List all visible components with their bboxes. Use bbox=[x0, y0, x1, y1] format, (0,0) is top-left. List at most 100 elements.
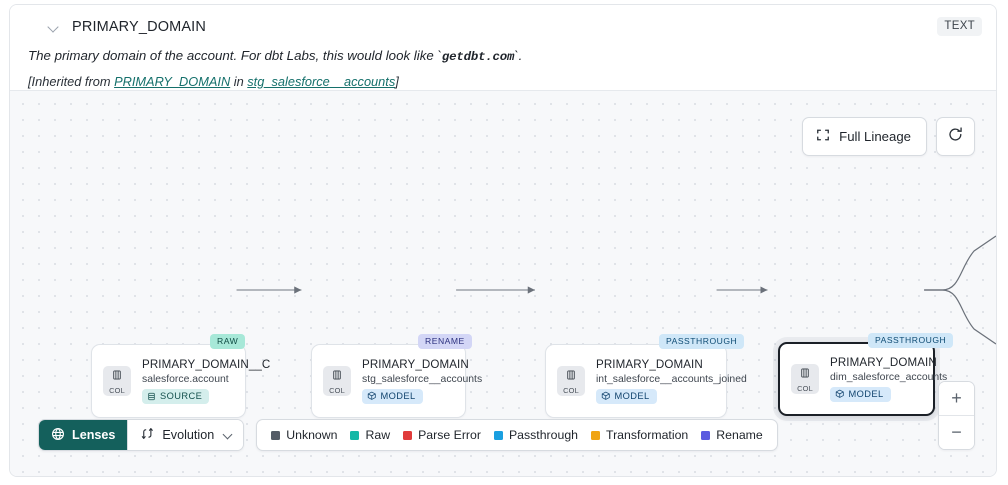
refresh-button[interactable] bbox=[936, 117, 975, 156]
legend-item[interactable]: Parse Error bbox=[403, 428, 481, 442]
legend-item[interactable]: Passthrough bbox=[493, 428, 578, 442]
node-column-name: PRIMARY_DOMAIN__C bbox=[142, 358, 271, 371]
node-type-pill: PASSTHROUGH bbox=[659, 334, 745, 349]
canvas-top-controls: Full Lineage bbox=[802, 117, 975, 156]
legend-item[interactable]: Transformation bbox=[591, 428, 688, 442]
legend-label: Raw bbox=[365, 428, 391, 442]
canvas-bottom-toolbar: Lenses Evolution bbox=[38, 419, 778, 451]
node-kind-badge: MODEL bbox=[362, 389, 423, 404]
legend-swatch bbox=[591, 430, 601, 440]
lenses-button[interactable]: Lenses bbox=[39, 420, 128, 450]
lenses-segment-group: Lenses Evolution bbox=[38, 419, 245, 451]
lineage-edges bbox=[236, 235, 996, 345]
legend-item[interactable]: Raw bbox=[350, 428, 390, 442]
column-description: The primary domain of the account. For d… bbox=[28, 48, 982, 66]
node-kind-label: MODEL bbox=[848, 389, 884, 399]
legend-label: Transformation bbox=[606, 428, 689, 442]
node-column-name: PRIMARY_DOMAIN bbox=[830, 356, 937, 369]
edge-out-upper bbox=[924, 235, 996, 291]
inherited-from-note: [Inherited from PRIMARY_DOMAIN in stg_sa… bbox=[28, 74, 982, 89]
full-lineage-label: Full Lineage bbox=[839, 129, 911, 144]
node-kind-label: SOURCE bbox=[160, 391, 203, 401]
lens-icon bbox=[51, 427, 65, 444]
node-kind-label: MODEL bbox=[380, 391, 416, 401]
card-header: PRIMARY_DOMAIN TEXT The primary domain o… bbox=[10, 5, 996, 91]
legend-swatch bbox=[403, 430, 413, 440]
column-chip: COL bbox=[103, 366, 131, 396]
node-parent-name: stg_salesforce__accounts bbox=[362, 374, 483, 385]
inherited-mid: in bbox=[230, 73, 248, 89]
node-column-name: PRIMARY_DOMAIN bbox=[362, 358, 469, 371]
lineage-node[interactable]: RAW COL PRIMARY_DOMAIN__C salesforce.accoun… bbox=[91, 334, 271, 418]
node-type-pill: RENAME bbox=[418, 334, 472, 349]
node-column-name: PRIMARY_DOMAIN bbox=[596, 358, 703, 371]
column-detail-card: PRIMARY_DOMAIN TEXT The primary domain o… bbox=[9, 4, 997, 477]
column-chip-label: COL bbox=[109, 385, 125, 395]
column-chip: COL bbox=[323, 366, 351, 396]
column-chip: COL bbox=[791, 364, 819, 394]
database-icon bbox=[147, 392, 156, 401]
node-kind-badge: SOURCE bbox=[142, 389, 210, 404]
column-icon bbox=[799, 366, 811, 384]
node-parent-name: salesforce.account bbox=[142, 374, 229, 385]
type-badge: TEXT bbox=[937, 17, 982, 36]
inherited-column-link[interactable]: PRIMARY_DOMAIN bbox=[114, 73, 231, 89]
node-parent-name: dim_salesforce_accounts bbox=[830, 372, 948, 383]
zoom-in-button[interactable]: + bbox=[939, 382, 974, 415]
node-type-pill: RAW bbox=[210, 334, 246, 349]
legend-swatch bbox=[271, 430, 281, 440]
inherited-model-link[interactable]: stg_salesforce__accounts bbox=[247, 73, 396, 89]
evolution-label: Evolution bbox=[162, 428, 215, 442]
legend-label: Rename bbox=[716, 428, 763, 442]
column-chip: COL bbox=[557, 366, 585, 396]
expand-corners-icon bbox=[816, 128, 830, 145]
edge-out-lower bbox=[924, 289, 996, 345]
lineage-legend: Unknown Raw Parse Error Passthrough Transfor… bbox=[256, 419, 778, 451]
legend-swatch bbox=[493, 430, 503, 440]
cube-icon bbox=[601, 391, 611, 401]
column-icon bbox=[565, 368, 577, 386]
cube-icon bbox=[367, 391, 377, 401]
description-prefix: The primary domain of the account. For d… bbox=[28, 48, 442, 63]
column-chip-label: COL bbox=[563, 385, 579, 395]
title-row: PRIMARY_DOMAIN bbox=[28, 15, 982, 39]
node-kind-badge: MODEL bbox=[830, 387, 891, 402]
inherited-suffix: ] bbox=[395, 73, 399, 89]
column-chip-label: COL bbox=[329, 385, 345, 395]
full-lineage-button[interactable]: Full Lineage bbox=[802, 117, 927, 156]
node-kind-label: MODEL bbox=[614, 391, 650, 401]
lenses-label: Lenses bbox=[72, 428, 116, 442]
evolution-arrows-icon bbox=[140, 426, 155, 444]
node-type-pill: PASSTHROUGH bbox=[868, 333, 954, 348]
legend-item[interactable]: Rename bbox=[701, 428, 763, 442]
node-content: COL PRIMARY_DOMAIN stg_salesforce__account… bbox=[312, 345, 483, 417]
lineage-node[interactable]: PASSTHROUGH COL PRIMARY_DOMAIN dim_salesfor… bbox=[778, 333, 954, 416]
legend-swatch bbox=[701, 430, 711, 440]
legend-item[interactable]: Unknown bbox=[271, 428, 337, 442]
cube-icon bbox=[835, 389, 845, 399]
lineage-node[interactable]: RENAME COL PRIMARY_DOMAIN stg_salesforce__a… bbox=[311, 334, 483, 418]
node-kind-badge: MODEL bbox=[596, 389, 657, 404]
zoom-out-button[interactable]: − bbox=[939, 415, 974, 449]
chevron-down-icon bbox=[224, 431, 233, 440]
description-code: getdbt.com bbox=[441, 50, 515, 64]
column-icon bbox=[111, 368, 123, 386]
chevron-down-icon[interactable] bbox=[48, 21, 61, 34]
evolution-dropdown[interactable]: Evolution bbox=[127, 420, 244, 450]
node-content: COL PRIMARY_DOMAIN dim_salesforce_accounts… bbox=[780, 344, 948, 414]
zoom-controls: + − bbox=[938, 381, 975, 450]
column-icon bbox=[331, 368, 343, 386]
description-suffix: `. bbox=[514, 48, 523, 63]
refresh-icon bbox=[947, 126, 964, 148]
legend-swatch bbox=[350, 430, 360, 440]
legend-label: Unknown bbox=[286, 428, 338, 442]
